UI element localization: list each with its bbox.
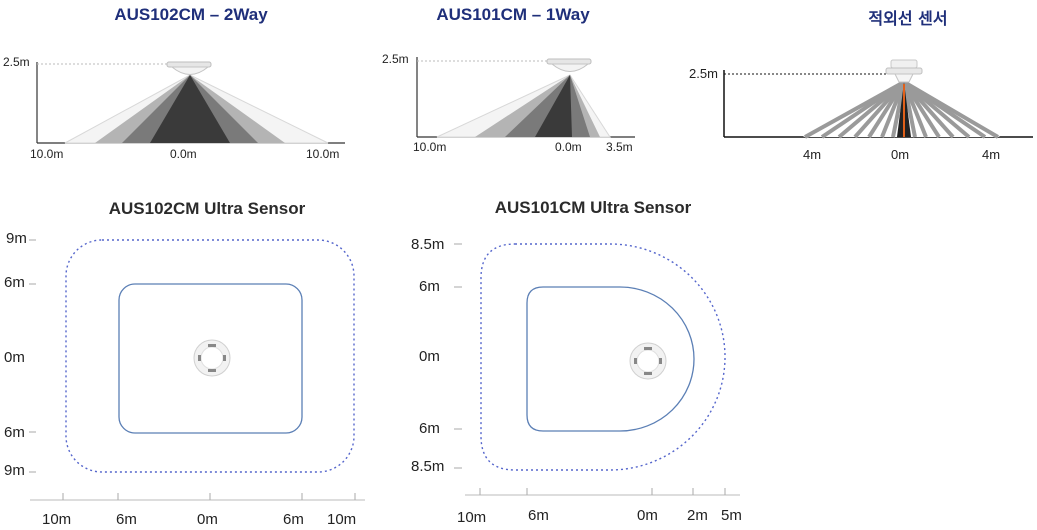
y-label-102-top-inner: 6m [4,274,25,291]
label-right-2way: 10.0m [306,147,340,161]
outer-detection-zone [65,239,355,473]
inner-detection-zone [526,286,695,432]
cone-dark [535,75,572,137]
y-label-102-top-outer: 9m [6,230,27,247]
inner-detection-zone [118,283,303,434]
label-right-1way: 3.5m [606,140,633,154]
label-height-2way: 2.5m [3,55,30,69]
title-aus102-ultra: AUS102CM Ultra Sensor [108,199,306,218]
sensor-device-icon [546,58,592,72]
y-label-102-center: 0m [4,349,25,366]
label-height-ir: 2.5m [689,66,718,81]
label-left-ir: 4m [803,147,822,162]
x-label-101-left-outer: 10m [457,509,487,526]
y-axis-ticks [29,239,36,473]
ir-fan-beams [803,80,1000,139]
ir-sensor-device-icon [885,59,923,83]
y-axis-ticks [454,243,462,469]
title-aus101-1way: AUS101CM – 1Way [436,5,590,24]
x-label-102-right-outer: 10m [327,511,357,528]
cone-dark [150,75,230,143]
y-label-102-bottom-inner: 6m [4,424,25,441]
x-label-102-center: 0m [197,511,218,528]
sensor-device-icon [166,61,212,75]
x-label-102-left-outer: 10m [42,511,72,528]
y-label-102-bottom-outer: 9m [4,462,25,479]
y-label-101-top-inner: 6m [419,278,440,295]
sensor-top-icon [193,339,231,377]
x-label-101-right-inner: 2m [687,507,708,524]
title-ir-sensor: 적외선 센서 [868,9,948,28]
x-axis-ticks [479,488,726,495]
x-label-101-right-outer: 5m [721,507,742,524]
y-label-101-center: 0m [419,348,440,365]
title-aus101-ultra: AUS101CM Ultra Sensor [494,198,692,217]
x-axis-ticks [62,493,356,500]
x-label-101-center: 0m [637,507,658,524]
sensor-top-icon [629,342,667,380]
x-label-102-left-inner: 6m [116,511,137,528]
label-left-2way: 10.0m [30,147,64,161]
title-aus102-2way: AUS102CM – 2Way [114,5,268,24]
label-center-1way: 0.0m [555,140,582,154]
y-label-101-bottom-outer: 8.5m [411,458,445,475]
label-center-2way: 0.0m [170,147,197,161]
label-center-ir: 0m [891,147,910,162]
label-left-1way: 10.0m [413,140,447,154]
x-label-102-right-inner: 6m [283,511,304,528]
y-label-101-bottom-inner: 6m [419,420,440,437]
label-right-ir: 4m [982,147,1001,162]
y-label-101-top-outer: 8.5m [411,236,445,253]
x-label-101-left-inner: 6m [528,507,549,524]
outer-detection-zone [480,243,726,471]
label-height-1way: 2.5m [382,52,409,66]
